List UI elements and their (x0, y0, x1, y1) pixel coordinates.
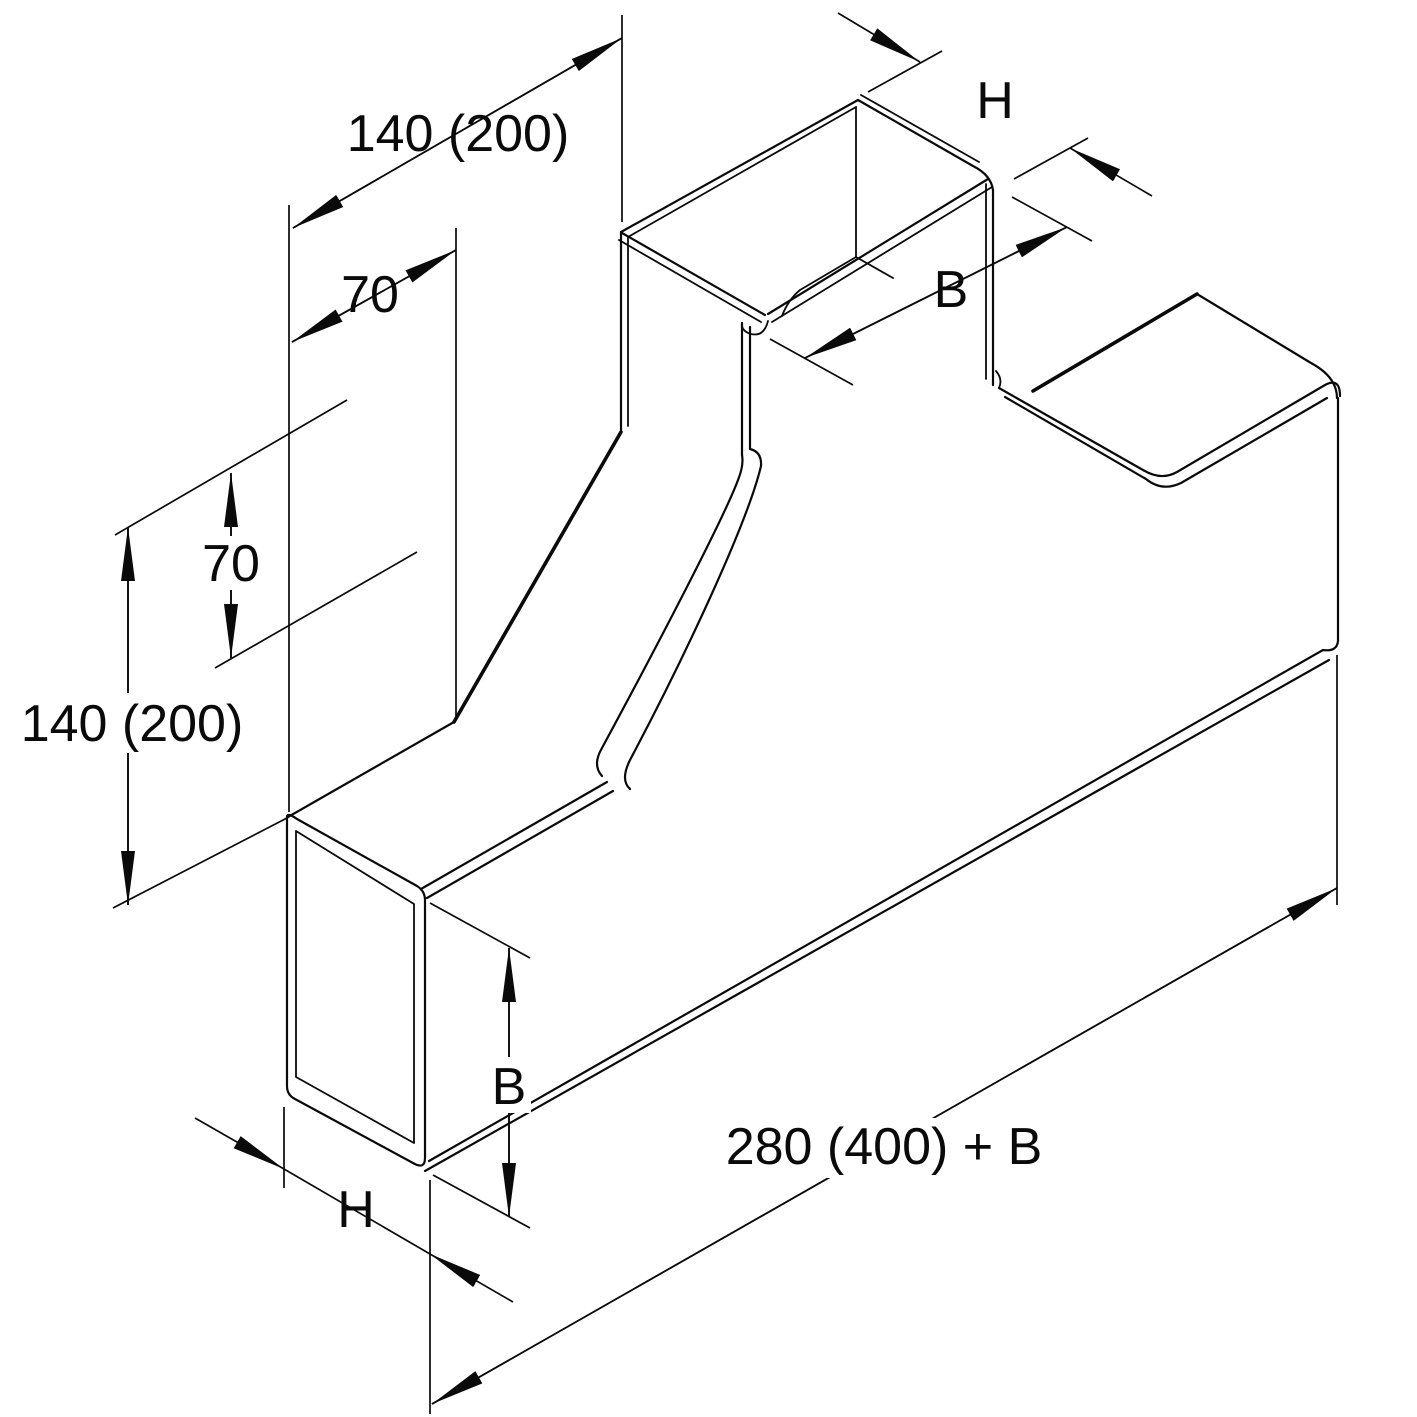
dimension-labels: 140 (200) 70 70 140 (200) B H H B 280 (4… (21, 72, 1043, 1239)
dimension-h-bottom (194, 1107, 514, 1414)
dimension-h-top (837, 12, 1153, 197)
label-backgrounds (22, 536, 1048, 1178)
tee-body-outline (285, 94, 1342, 1173)
label-h-bottom: H (337, 1181, 375, 1239)
label-length-top: 140 (200) (347, 105, 570, 163)
label-height-left: 140 (200) (21, 695, 244, 753)
label-b-top: B (934, 261, 969, 319)
dimension-b-top (769, 196, 1093, 386)
label-offset-top: 70 (341, 266, 399, 324)
top-branch-opening (618, 94, 995, 434)
left-duct-top-edges (286, 720, 615, 900)
body-bottom-fold (423, 639, 1340, 1173)
label-total-bottom: 280 (400) + B (726, 1118, 1043, 1176)
dimension-length-top (288, 15, 623, 812)
label-b-left: B (492, 1058, 527, 1116)
left-opening (285, 813, 427, 1167)
dimension-total-bottom (431, 655, 1338, 1405)
dimension-offset-left (114, 399, 418, 669)
label-h-top: H (976, 72, 1014, 130)
right-duct-section (995, 292, 1342, 643)
label-offset-left: 70 (202, 535, 260, 593)
s-bend-transition (452, 320, 769, 791)
dimension-offset-top (291, 228, 457, 718)
